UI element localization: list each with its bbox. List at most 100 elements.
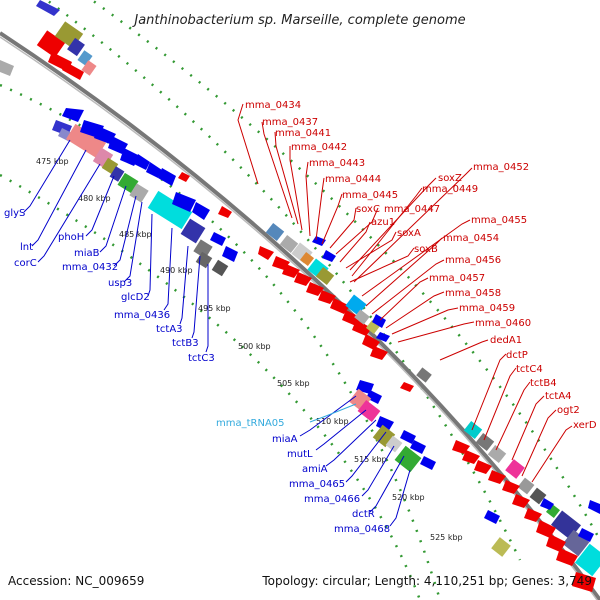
gene-feature [94, 126, 116, 144]
leader-line [299, 395, 357, 437]
gene-label: mma_0442 [291, 142, 347, 153]
gene-feature [210, 232, 226, 246]
gene-feature [322, 250, 336, 262]
leader-line [391, 307, 459, 335]
leader-line [191, 255, 201, 339]
leader-line [261, 121, 293, 219]
gene-feature [36, 30, 66, 58]
gene-feature [484, 510, 500, 524]
gene-feature [416, 367, 432, 383]
gene-feature [306, 282, 324, 296]
gene-label: mma_0449 [422, 184, 478, 195]
gene-label: mutL [287, 449, 313, 460]
gene-feature [362, 334, 380, 350]
gene-feature [352, 320, 372, 336]
gene-feature [279, 234, 299, 254]
gene-feature [524, 508, 542, 522]
gene-feature [282, 264, 300, 278]
gene-feature [400, 430, 416, 444]
leader-line [345, 231, 397, 269]
kbp-tick-label: 510 kbp [316, 417, 349, 426]
gene-label: soxA [397, 228, 421, 239]
leader-line [123, 201, 143, 283]
leader-line [361, 219, 471, 297]
gene-feature [67, 37, 85, 57]
gene-label: mma_0436 [114, 310, 170, 321]
gene-feature [588, 500, 600, 514]
leader-line [365, 237, 443, 307]
gene-label: tctA3 [156, 324, 183, 335]
gene-label: mma_0444 [325, 174, 381, 185]
gene-label: miaA [272, 434, 298, 445]
gene-label: corC [14, 258, 37, 269]
accession-text: Accession: NC_009659 [8, 574, 144, 588]
kbp-tick-label: 495 kbp [198, 304, 231, 313]
gene-label: lnt [20, 242, 33, 253]
gene-feature [540, 498, 554, 510]
map-title: Janthinobacterium sp. Marseille, complet… [131, 13, 465, 28]
leader-line [31, 149, 87, 247]
gene-label: mma_0443 [309, 158, 365, 169]
leader-lines [23, 103, 573, 527]
gene-feature [491, 537, 511, 557]
leader-line [371, 259, 445, 315]
kbp-tick-label: 480 kbp [78, 194, 111, 203]
gene-feature [529, 487, 547, 505]
gene-feature [134, 154, 150, 170]
leader-line [205, 264, 209, 353]
leader-line [495, 381, 531, 451]
gene-feature [294, 272, 312, 286]
gene-feature [192, 202, 210, 220]
gene-label: mma_0452 [473, 162, 529, 173]
gene-label: mma_0457 [429, 273, 485, 284]
leader-line [335, 207, 379, 255]
gene-label: ogt2 [557, 405, 580, 416]
kbp-tick-label: 500 kbp [238, 342, 271, 351]
gene-label: mma_0437 [262, 117, 318, 128]
leader-line [37, 163, 101, 263]
gene-feature [502, 480, 520, 494]
leader-line [369, 455, 405, 513]
gene-label: azu1 [371, 217, 395, 228]
gene-label: tctC3 [188, 353, 215, 364]
leader-line [329, 207, 357, 249]
gene-feature [92, 147, 114, 169]
leader-line [397, 321, 475, 343]
gene-label: usp3 [108, 278, 132, 289]
gene-feature [129, 183, 149, 203]
gene-feature [487, 444, 507, 464]
gene-feature [410, 440, 426, 454]
gene-feature [178, 172, 190, 182]
gene-feature [385, 435, 403, 453]
gene-feature [211, 259, 229, 277]
gene-feature [330, 298, 350, 314]
gene-feature [578, 528, 594, 542]
gene-label: tctB4 [530, 378, 557, 389]
gene-feature [62, 108, 84, 122]
leader-line [379, 277, 429, 321]
gene-feature [488, 470, 506, 484]
gene-feature [420, 456, 436, 470]
gene-feature [463, 420, 483, 440]
gene-label: mma_0468 [334, 524, 390, 535]
gene-feature [265, 222, 285, 242]
leader-line [351, 187, 423, 277]
kbp-tick-label: 515 kbp [354, 455, 387, 464]
kbp-tick-label: 490 kbp [160, 266, 193, 275]
gene-feature [370, 346, 388, 360]
gene-label: mma_0460 [475, 318, 531, 329]
gene-label: mma_0456 [445, 255, 501, 266]
leader-line [349, 177, 437, 271]
leader-line [113, 195, 137, 267]
gene-label: dedA1 [490, 335, 522, 346]
leader-line [349, 247, 415, 283]
gene-feature [81, 60, 97, 76]
gene-feature [505, 459, 525, 479]
kbp-tick-label: 520 kbp [392, 493, 425, 502]
gene-feature [299, 251, 315, 267]
gene-feature [180, 218, 206, 244]
leader-line [325, 419, 377, 467]
gene-label: phoH [58, 232, 84, 243]
